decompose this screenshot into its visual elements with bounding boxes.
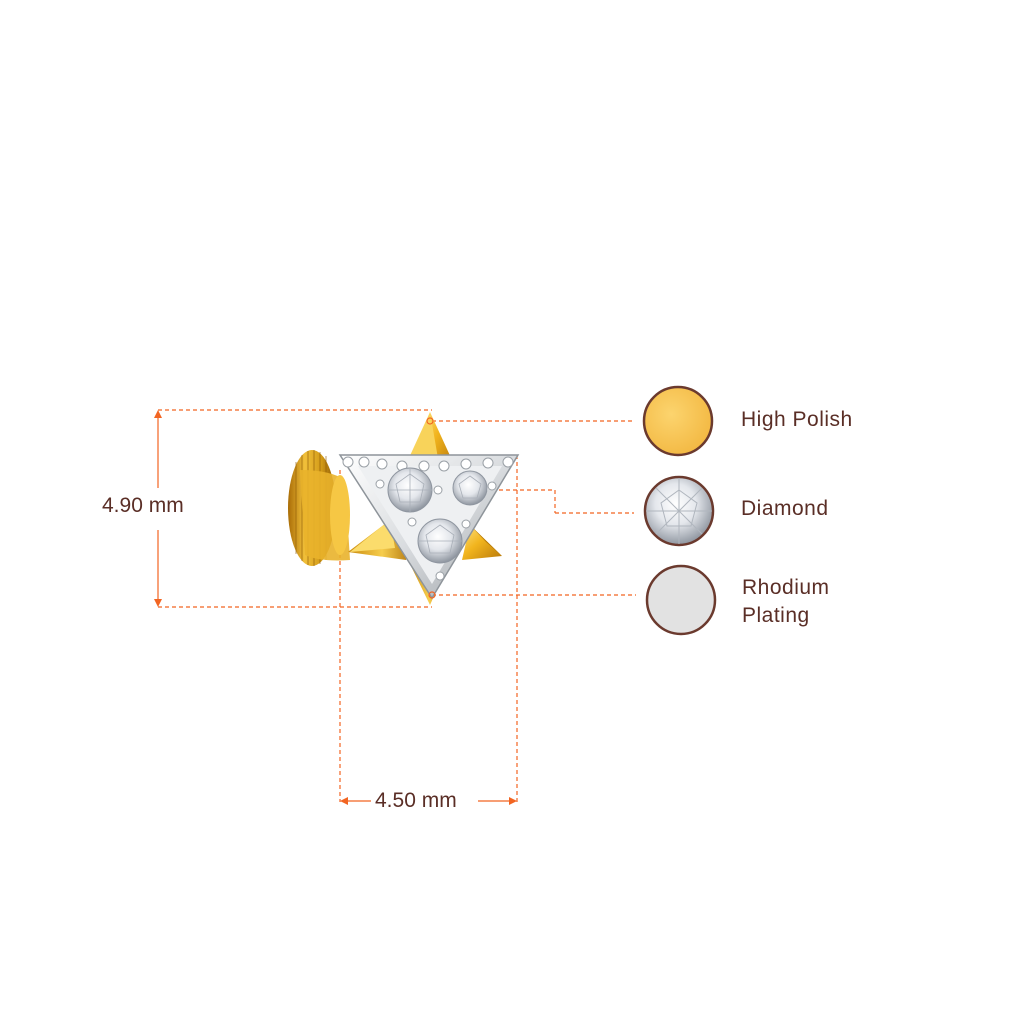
screw-back [288,450,350,566]
height-dimension-label: 4.90 mm [102,493,184,519]
legend-swatches [642,385,717,636]
diamond-swatch [643,475,715,547]
diamond-stones [387,467,488,564]
nose-pin-image [288,412,520,605]
rhodium-label-line1: Rhodium [742,576,830,599]
rhodium-plate [338,454,520,600]
dimension-lines [154,409,636,805]
rhodium-swatch [645,564,717,636]
width-dimension-label: 4.50 mm [371,788,461,814]
rhodium-plating-label: Rhodium Plating [742,574,830,630]
diamond-label: Diamond [741,497,829,520]
high-polish-label: High Polish [741,408,853,431]
high-polish-swatch [642,385,714,457]
rhodium-label-line2: Plating [742,604,810,627]
